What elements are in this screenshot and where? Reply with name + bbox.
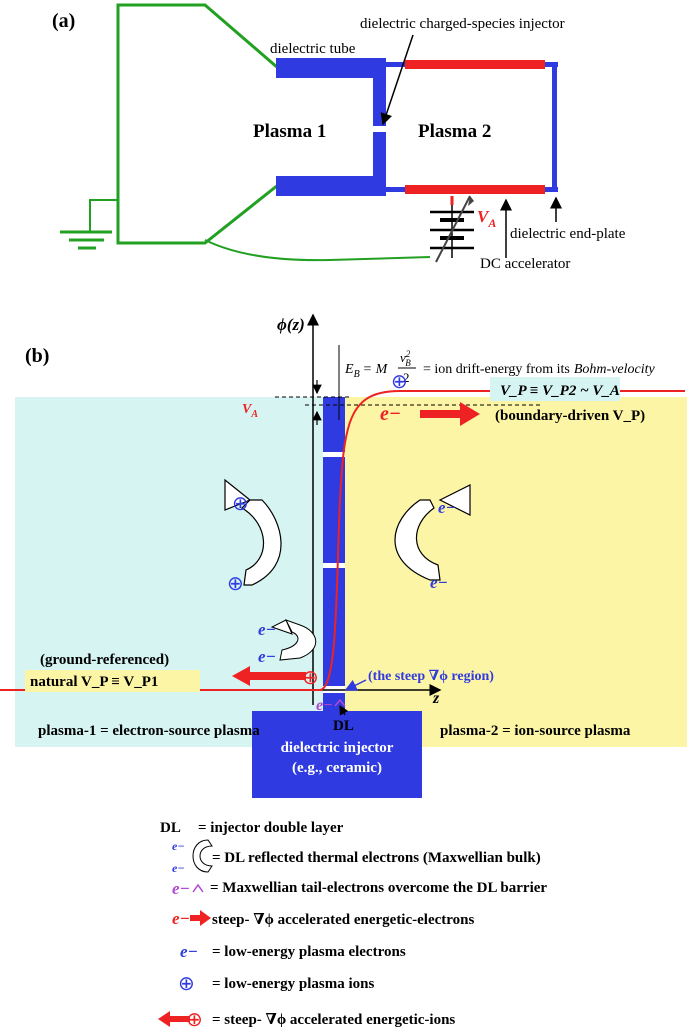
ion-curved-arrow-left <box>241 499 282 586</box>
legend-reflected-icon <box>192 839 213 873</box>
tube-label: dielectric tube <box>270 41 356 57</box>
phi-axis-label: ϕ(z) <box>277 315 305 334</box>
svg-text:⊕: ⊕ <box>186 1009 203 1030</box>
potential-curve <box>0 390 685 691</box>
injector-text-line2: (e.g., ceramic) <box>292 760 382 776</box>
injector-label: dielectric charged-species injector <box>360 16 565 32</box>
vp-box <box>490 377 620 401</box>
legend-item-reflected: e− e− = DL reflected thermal electrons (… <box>172 839 541 875</box>
battery-icon <box>430 195 474 263</box>
injector-pointer <box>380 34 414 126</box>
reflected-electron-arrow <box>279 619 317 661</box>
plasma2-label: Plasma 2 <box>418 121 491 142</box>
panel-a-label: (a) <box>52 10 75 32</box>
endplate-label: dielectric end-plate <box>510 226 626 242</box>
green-chamber <box>89 3 279 245</box>
svg-text:e−: e− <box>180 942 198 961</box>
energetic-electron-label: e− <box>380 403 401 425</box>
legend-item-ion: ⊕ = low-energy plasma ions <box>178 973 374 995</box>
dl-pointer <box>339 704 349 716</box>
plasma1-label: Plasma 1 <box>253 121 326 142</box>
svg-text:v2B: v2B <box>400 349 411 368</box>
electron-curved-arrow-head <box>438 484 471 516</box>
svg-text:= DL reflected thermal electro: = DL reflected thermal electrons (Maxwel… <box>212 850 541 866</box>
steep-region-label: (the steep ∇ϕ region) <box>368 669 494 684</box>
legend-item-energetic-ion: ⊕ = steep- ∇ϕ accelerated energetic-ions <box>158 1009 455 1030</box>
legend-item-energetic-electron: e− steep- ∇ϕ accelerated energetic-elect… <box>172 909 474 928</box>
ground-ref-label: (ground-referenced) <box>40 652 169 668</box>
accelerator-electrode-top <box>405 60 545 69</box>
ion-curved-arrow-head <box>224 478 252 511</box>
plasma1-region-label: plasma-1 = electron-source plasma <box>38 723 260 739</box>
svg-text:steep- ∇ϕ accelerated energeti: steep- ∇ϕ accelerated energetic-electron… <box>212 912 474 928</box>
svg-text:DL: DL <box>160 820 181 836</box>
svg-text:= steep- ∇ϕ accelerated energe: = steep- ∇ϕ accelerated energetic-ions <box>212 1012 455 1028</box>
svg-text:= low-energy plasma ions: = low-energy plasma ions <box>212 976 374 992</box>
svg-text:= low-energy plasma electrons: = low-energy plasma electrons <box>212 944 406 960</box>
tail-electron-hat <box>334 698 346 707</box>
ion-symbol-1: ⊕ <box>232 493 249 515</box>
reflected-electron-arrow-head <box>270 619 293 635</box>
svg-text:EB= M: EB= M <box>344 362 389 380</box>
steep-region-pointer <box>344 679 367 691</box>
svg-text:e−: e− <box>172 861 185 875</box>
va-label-b: VA <box>242 402 258 420</box>
electron-symbol-4: e− <box>258 647 276 666</box>
electron-symbol-2: e− <box>430 573 448 592</box>
accelerator-electrode-bottom <box>405 185 545 194</box>
panel-b-label: (b) <box>25 345 49 367</box>
natural-vp-label: natural V_P ≡ V_P1 <box>30 674 158 690</box>
ground-wire <box>204 239 431 262</box>
svg-text:e−: e− <box>172 839 185 853</box>
z-axis-label: z <box>432 690 440 707</box>
svg-text:2: 2 <box>403 370 410 385</box>
ion-symbol-top: ⊕ <box>391 371 408 393</box>
energetic-electron-arrow <box>420 402 480 426</box>
electron-symbol-1: e− <box>438 498 456 517</box>
injector-wall <box>252 397 422 798</box>
legend: DL = injector double layer e− e− = DL re… <box>158 820 547 1030</box>
svg-text:e−: e− <box>172 909 190 928</box>
energetic-ion-arrow <box>232 666 306 686</box>
accelerator-label: DC accelerator <box>480 256 570 272</box>
svg-text:⊕: ⊕ <box>178 973 195 995</box>
legend-item-electron: e− = low-energy plasma electrons <box>180 942 406 961</box>
panel-a: (a) <box>52 3 626 272</box>
boundary-label: (boundary-driven V_P) <box>495 408 645 424</box>
svg-text:= injector double layer: = injector double layer <box>198 820 344 836</box>
energetic-ion-symbol: ⊕ <box>302 667 319 689</box>
vp-box-label: V_P ≡ V_P2 ~ V_A <box>500 383 620 399</box>
electron-symbol-3: e− <box>258 620 276 639</box>
va-label-a: VA <box>477 207 496 230</box>
svg-text:e−: e− <box>172 879 190 898</box>
dl-label: DL <box>333 718 354 734</box>
legend-item-tail: e− = Maxwellian tail-electrons overcome … <box>172 879 547 898</box>
plasma1-region <box>15 397 323 747</box>
injector-text-line1: dielectric injector <box>281 740 394 756</box>
natural-vp-box <box>25 670 200 692</box>
tail-electron-symbol: e− <box>316 697 333 714</box>
ion-symbol-2: ⊕ <box>227 573 244 595</box>
panel-b: dielectric injector (e.g., ceramic) ϕ(z)… <box>0 313 687 798</box>
electron-curved-arrow-right <box>394 499 441 581</box>
ground-symbol-icon <box>60 230 112 250</box>
svg-text:= Maxwellian tail-electrons ov: = Maxwellian tail-electrons overcome the… <box>210 880 547 896</box>
plasma2-region-label: plasma-2 = ion-source plasma <box>440 723 631 739</box>
plasma2-region <box>345 397 687 747</box>
legend-item-dl: DL = injector double layer <box>160 820 344 836</box>
